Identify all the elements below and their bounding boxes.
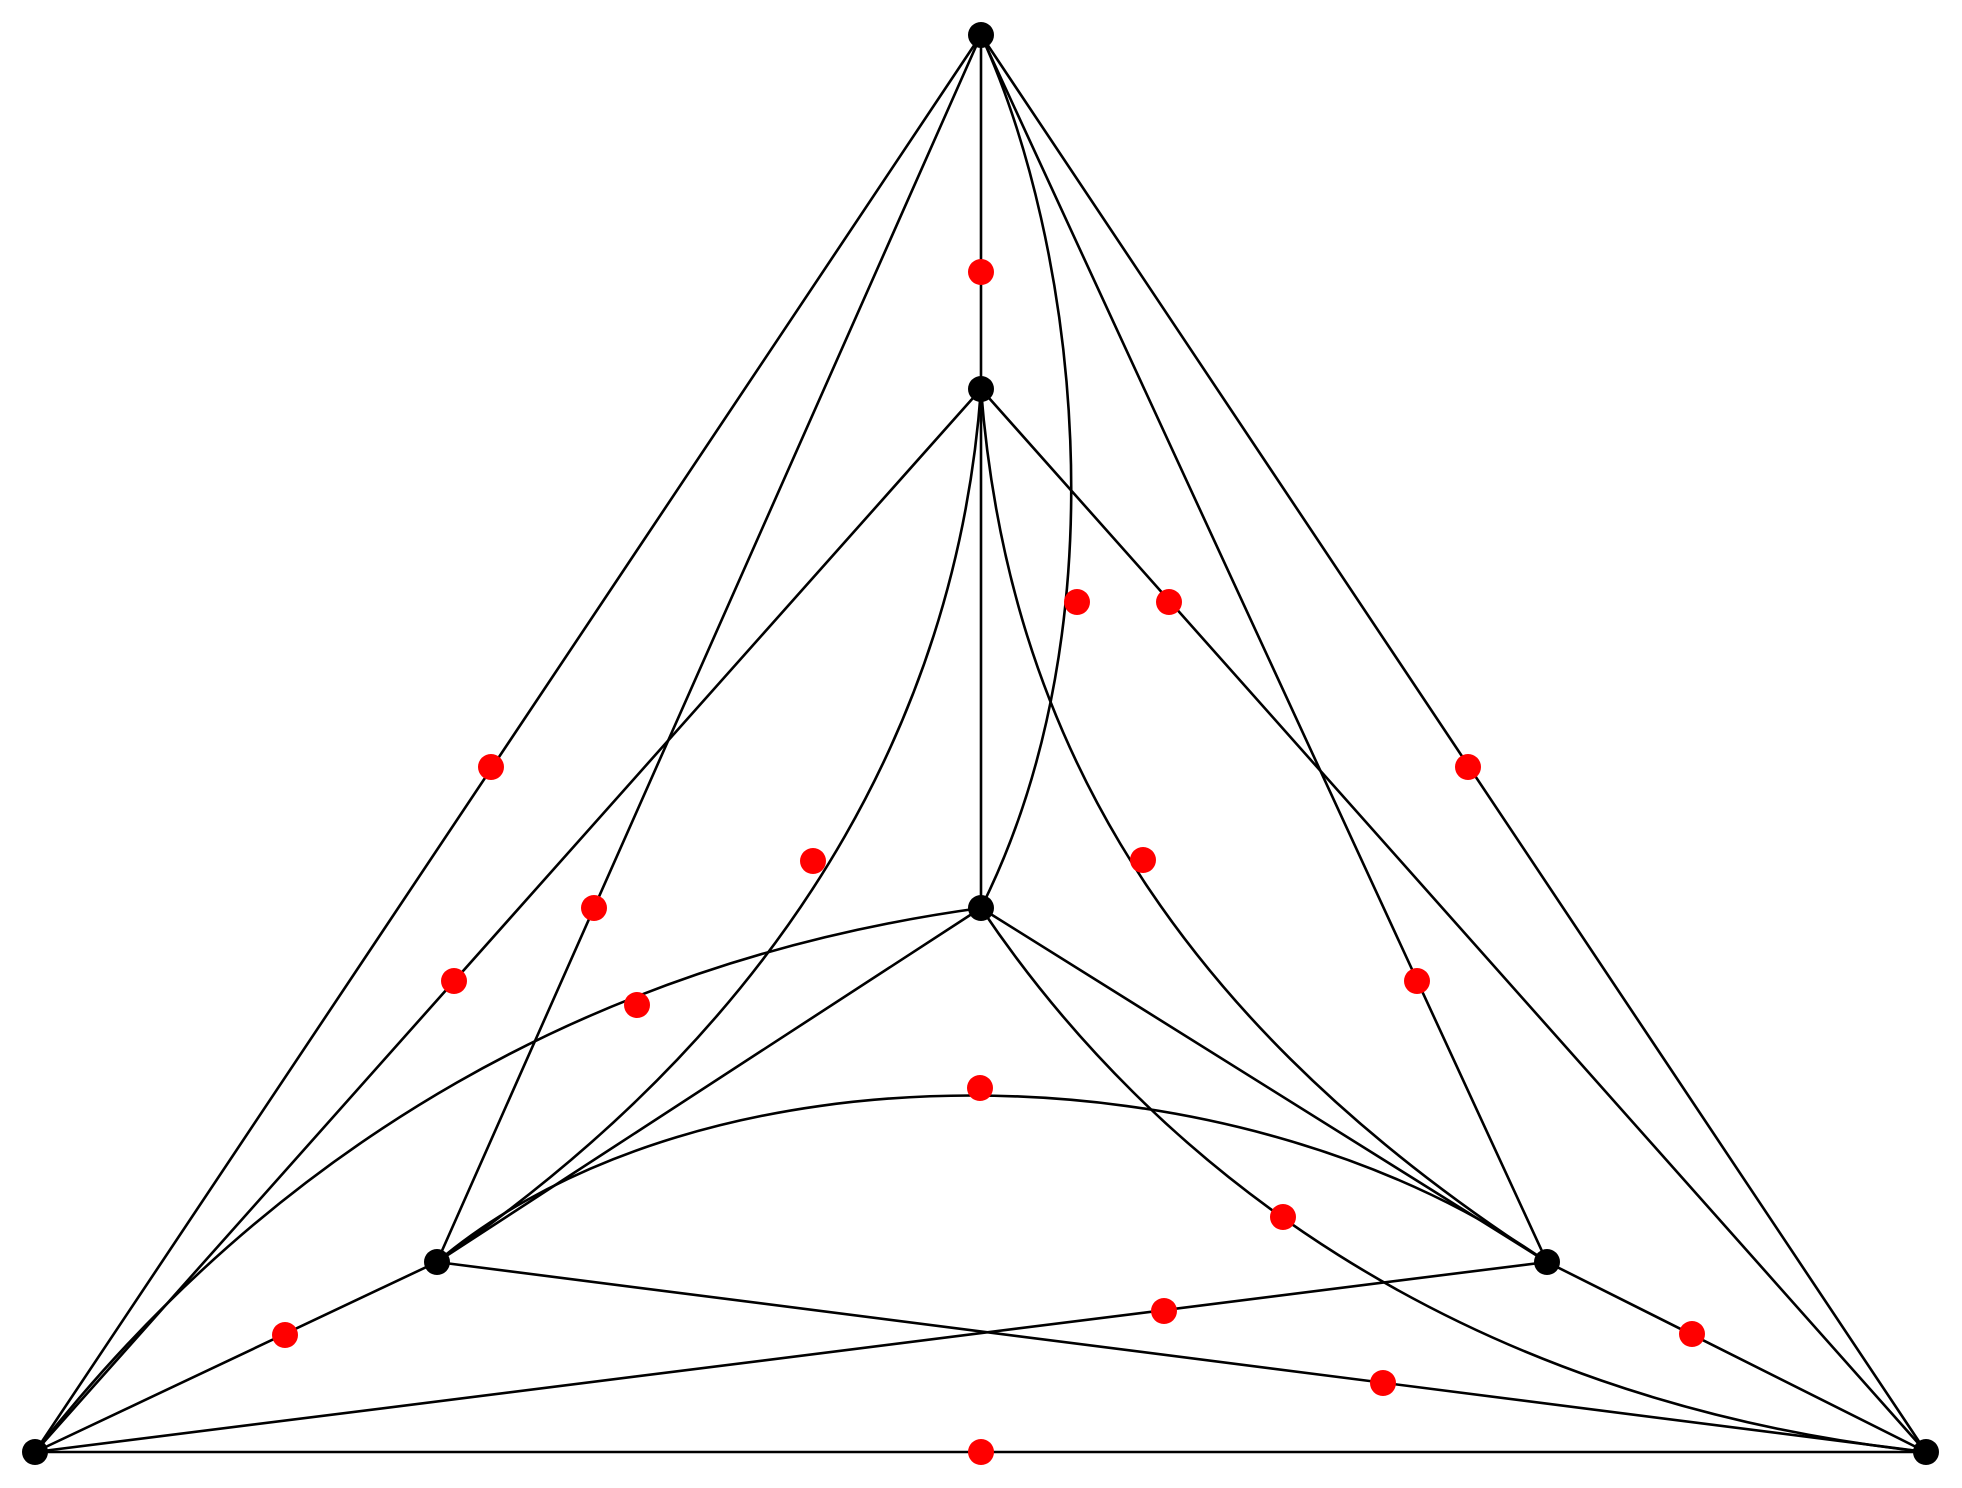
vertex-bottom-left [22, 1439, 48, 1465]
edge-top-bottom-left [33, 33, 983, 1454]
edge-inner-right-bottom-left [33, 1260, 1549, 1454]
vertex-top [968, 22, 994, 48]
edge-marker [968, 259, 994, 285]
edge-top-bottom-right [979, 33, 1928, 1454]
edge-center-bottom-right-curve [979, 906, 1928, 1454]
vertex-upper-mid [968, 376, 994, 402]
edge-top-center-curve [979, 33, 1073, 910]
vertex-layer [22, 22, 1939, 1465]
edge-marker [1679, 1321, 1705, 1347]
edge-marker-layer [272, 259, 1705, 1465]
edge-upper-mid-inner-right-curve [979, 387, 1549, 1264]
edge-marker [1064, 589, 1090, 615]
edge-upper-mid-bottom-right [979, 387, 1928, 1454]
edge-marker [800, 848, 826, 874]
edge-marker [1156, 589, 1182, 615]
vertex-center [968, 895, 994, 921]
edge-marker [1370, 1370, 1396, 1396]
edge-marker [581, 895, 607, 921]
edge-marker [478, 754, 504, 780]
edge-upper-mid-inner-left-curve [435, 387, 983, 1264]
edge-inner-left-bottom-right [435, 1260, 1928, 1454]
edge-inner-right-bottom-right [1545, 1260, 1928, 1454]
edge-marker [1455, 754, 1481, 780]
edge-marker [272, 1322, 298, 1348]
edge-marker [968, 1439, 994, 1465]
edge-marker [441, 968, 467, 994]
vertex-bottom-right [1913, 1439, 1939, 1465]
edge-marker [624, 992, 650, 1018]
edge-marker [1130, 847, 1156, 873]
edge-center-bottom-left-curve [33, 906, 983, 1454]
vertex-inner-right [1534, 1249, 1560, 1275]
edge-center-inner-right [979, 906, 1549, 1264]
edge-marker [967, 1075, 993, 1101]
edge-top-inner-left [435, 33, 983, 1264]
vertex-inner-left [424, 1249, 450, 1275]
edge-inner-left-bottom-left [33, 1260, 439, 1454]
edge-marker [1151, 1298, 1177, 1324]
edge-marker [1270, 1204, 1296, 1230]
edge-marker [1404, 968, 1430, 994]
edge-upper-mid-bottom-left [33, 387, 983, 1454]
edge-center-inner-left [435, 906, 983, 1264]
edge-layer [33, 33, 1928, 1454]
edge-top-inner-right [979, 33, 1549, 1264]
